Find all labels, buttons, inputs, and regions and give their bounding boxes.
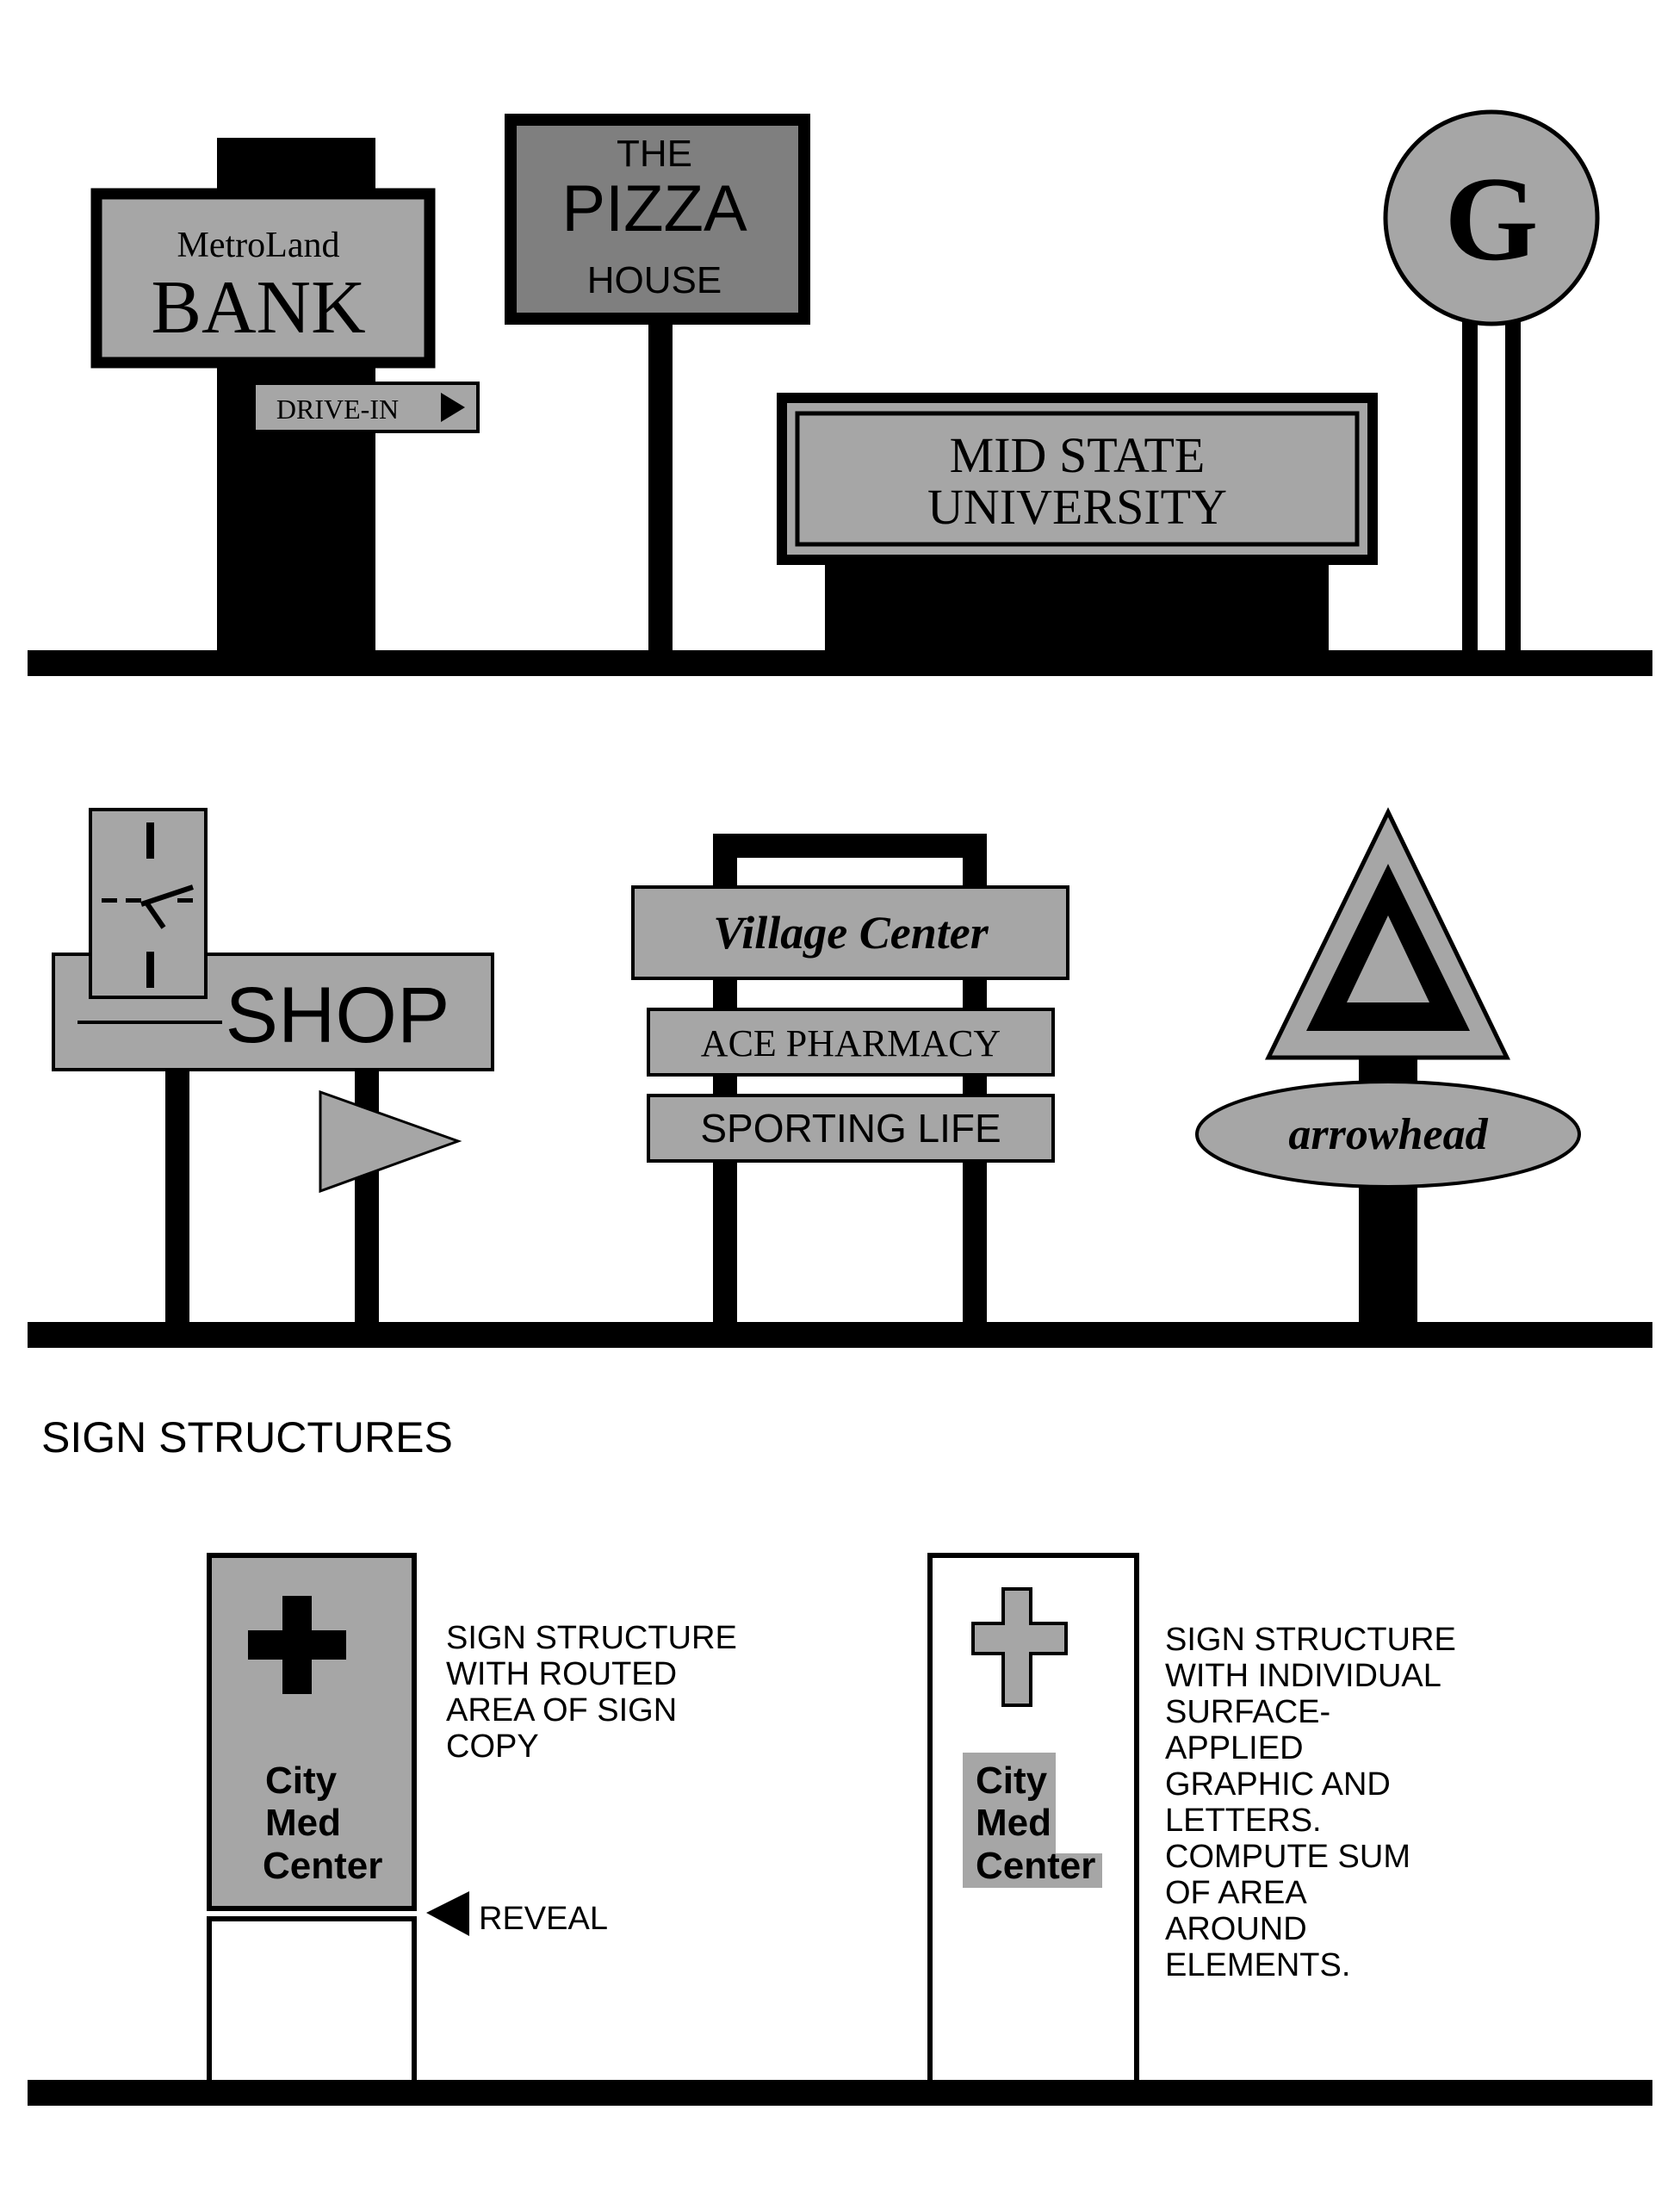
- bank-name-text: BANK: [151, 266, 365, 350]
- pennant-icon: [319, 1089, 462, 1194]
- medical-cross-icon: [248, 1596, 346, 1694]
- village-frame-top: [713, 834, 987, 858]
- village-sign: Village Center ACE PHARMACY SPORTING LIF…: [631, 834, 1069, 1326]
- university-sign-panel: [777, 393, 1378, 565]
- applied-line1-text: City: [976, 1759, 1048, 1802]
- applied-description-line: LETTERS.: [1165, 1803, 1322, 1839]
- g-sign-post-right: [1505, 319, 1521, 655]
- g-letter-text: G: [1445, 152, 1539, 286]
- routed-line3-text: Center: [263, 1845, 382, 1887]
- clock-icon: [89, 808, 208, 999]
- clock-mark-9b: [126, 898, 141, 903]
- reveal-arrow-icon: [426, 1891, 469, 1936]
- pizza-sign: THE PIZZA HOUSE: [505, 114, 810, 655]
- village-title-text: Village Center: [713, 907, 989, 959]
- routed-description-line: AREA OF SIGN: [446, 1692, 677, 1728]
- applied-description-line: GRAPHIC AND: [1165, 1766, 1391, 1803]
- clock-hand-hour: [144, 901, 166, 929]
- bank-brand-text: MetroLand: [177, 226, 340, 265]
- village-title-panel: [631, 885, 1069, 980]
- applied-letters-area: [963, 1753, 1102, 1888]
- pizza-line1-text: THE: [617, 133, 692, 175]
- village-tenant2-panel: [647, 1094, 1055, 1163]
- village-tenant1-panel: [647, 1008, 1055, 1077]
- arrowhead-oval-panel: [1195, 1080, 1581, 1188]
- clock-mark-9: [102, 898, 117, 903]
- university-sign-base: [825, 555, 1329, 655]
- shop-sign: SHOP: [52, 808, 494, 1326]
- medical-cross-icon: [971, 1587, 1068, 1707]
- right-triangle-icon: [441, 393, 465, 422]
- bank-sign-panel: [90, 188, 436, 369]
- clock-hand-minute: [140, 884, 194, 907]
- village-tenant2-text: SPORTING LIFE: [700, 1106, 1001, 1151]
- routed-sign-panel: [207, 1553, 417, 1911]
- applied-line2-text: Med: [976, 1802, 1051, 1844]
- routed-description-line: WITH ROUTED: [446, 1656, 677, 1692]
- university-line2-text: UNIVERSITY: [927, 479, 1227, 535]
- g-sign: G: [1383, 109, 1600, 655]
- applied-line3-text: Center: [976, 1845, 1095, 1887]
- pizza-sign-post: [648, 319, 673, 655]
- clock-mark-3: [177, 898, 193, 903]
- applied-description: SIGN STRUCTURE WITH INDIVIDUAL SURFACE- …: [1165, 1622, 1465, 1983]
- arrowhead-name-text: arrowhead: [1288, 1110, 1488, 1159]
- pizza-line3-text: HOUSE: [587, 259, 722, 301]
- applied-description-line: SURFACE-: [1165, 1694, 1330, 1730]
- pizza-sign-panel: [505, 114, 810, 325]
- routed-line2-text: Med: [265, 1802, 341, 1844]
- applied-description-line: WITH INDIVIDUAL: [1165, 1658, 1441, 1694]
- routed-sign-base: [207, 1916, 417, 2087]
- applied-description-line: AROUND: [1165, 1911, 1307, 1947]
- village-tenant1-text: ACE PHARMACY: [701, 1022, 1001, 1064]
- drive-in-sign: [252, 382, 480, 433]
- university-sign: MID STATE UNIVERSITY: [777, 393, 1378, 655]
- g-sign-disc: [1383, 109, 1600, 326]
- section-title: SIGN STRUCTURES: [41, 1413, 453, 1462]
- clock-mark-12: [146, 822, 154, 859]
- reveal-label: REVEAL: [479, 1901, 608, 1937]
- applied-description-line: SIGN STRUCTURE: [1165, 1622, 1456, 1658]
- university-line1-text: MID STATE: [950, 427, 1206, 483]
- routed-description-line: COPY: [446, 1728, 539, 1765]
- g-sign-post-left: [1462, 319, 1478, 655]
- university-sign-inner-border: [795, 411, 1360, 547]
- drive-in-text: DRIVE-IN: [276, 394, 399, 425]
- applied-description-line: APPLIED: [1165, 1730, 1304, 1766]
- triangle-logo-icon: [1264, 807, 1510, 1060]
- routed-sign-example: City Med Center REVEAL SIGN STRUCTURE WI…: [207, 1553, 746, 2087]
- bank-sign: MetroLand BANK DRIVE-IN: [90, 138, 480, 655]
- routed-line1-text: City: [265, 1759, 338, 1802]
- routed-description-line: SIGN STRUCTURE: [446, 1620, 737, 1656]
- applied-description-line: OF AREA: [1165, 1875, 1307, 1911]
- applied-sign-example: City Med Center SIGN STRUCTURE WITH INDI…: [927, 1553, 1465, 2087]
- routed-description: SIGN STRUCTURE WITH ROUTED AREA OF SIGN …: [446, 1620, 746, 1765]
- triangle-logo-inner: [1347, 915, 1429, 1002]
- clock-mark-6: [146, 952, 154, 988]
- ground-line-1: [28, 650, 1652, 676]
- applied-description-line: COMPUTE SUM: [1165, 1839, 1410, 1875]
- shop-sign-post-left: [165, 1068, 189, 1326]
- ground-line-3: [28, 2080, 1652, 2106]
- ground-line-2: [28, 1322, 1652, 1348]
- arrowhead-sign: arrowhead: [1195, 807, 1581, 1326]
- shop-name-text: SHOP: [226, 971, 450, 1059]
- applied-description-line: ELEMENTS.: [1165, 1947, 1350, 1983]
- pizza-line2-text: PIZZA: [561, 172, 747, 245]
